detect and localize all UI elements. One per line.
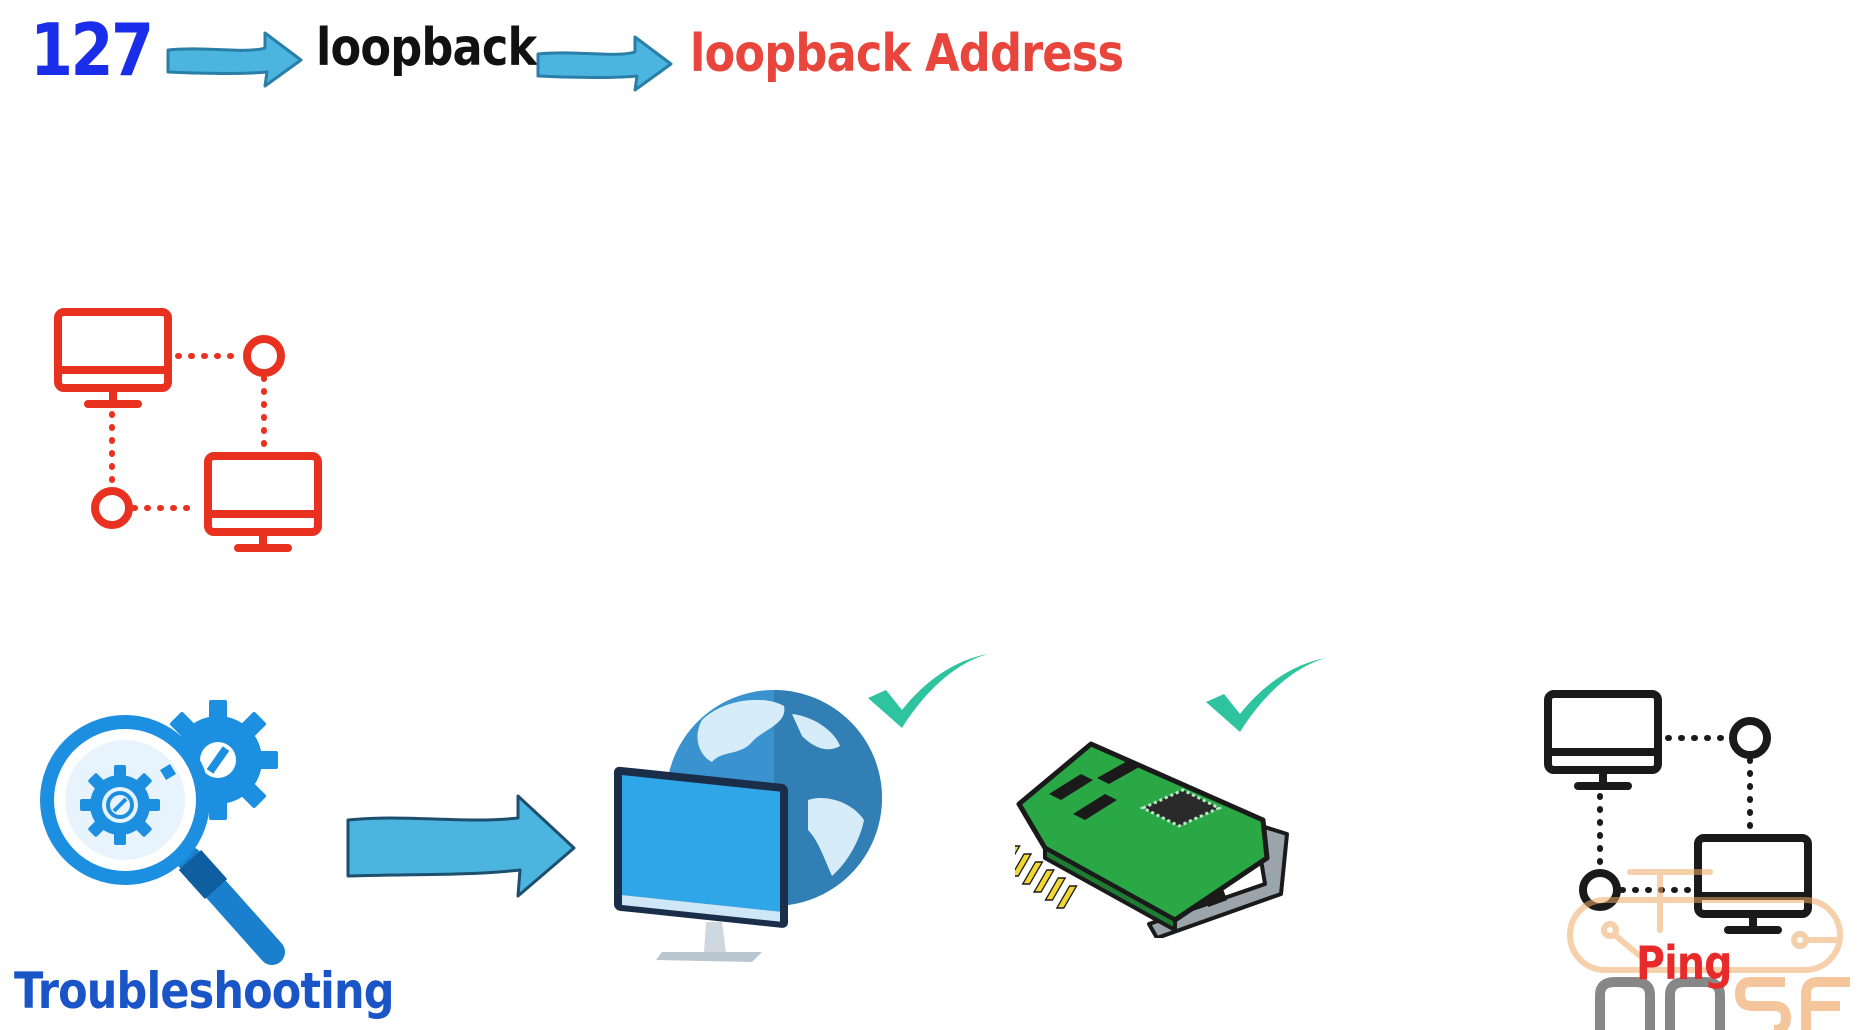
troubleshooting-label: Troubleshooting [14,962,395,1020]
checkmark-icon [868,654,988,728]
network-computers-icon [54,308,322,552]
troubleshooting-magnifier-gears-icon [40,700,285,965]
loopback-address-label: loopback Address [690,24,1124,84]
globe-computer-icon [614,690,882,962]
ping-label: Ping [1636,936,1732,990]
checkmark-icon [1206,658,1326,732]
number-127-label: 127 [30,8,154,92]
arrow-right-icon [166,31,303,88]
watermark-logo-icon [1567,869,1850,1030]
arrow-right-icon [536,35,673,92]
loopback-term-label: loopback [316,18,537,78]
network-card-icon [1015,741,1289,938]
big-arrow-right-icon [346,794,576,898]
network-computers-icon [1544,690,1812,934]
